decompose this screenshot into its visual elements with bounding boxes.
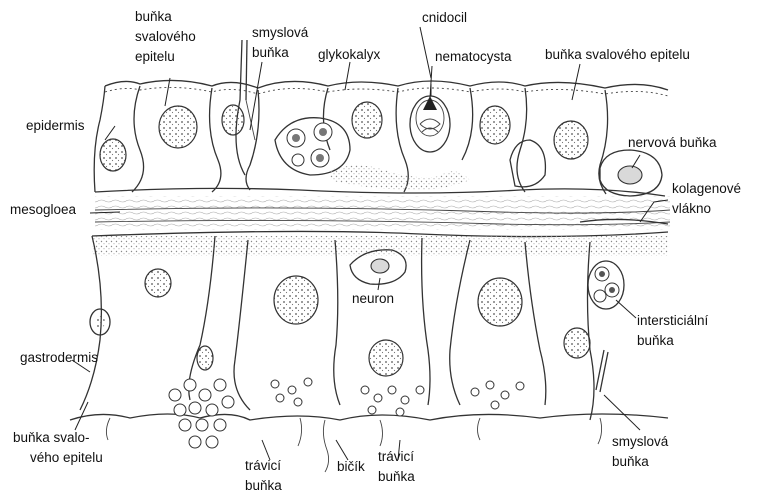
neuron-nucleus	[370, 258, 390, 274]
gland-cell-top	[509, 139, 547, 188]
epidermis-basal-line	[94, 187, 666, 197]
glycocalyx-line	[104, 86, 669, 97]
label-gastrodermis: gastrodermis	[20, 350, 98, 365]
vacuole-left	[89, 308, 111, 336]
label-smyslova-bunka-bottom: smyslová buňka	[612, 434, 672, 469]
collagen-fiber	[579, 218, 669, 225]
sensory-cell-bottom	[595, 349, 609, 393]
epidermis-apical-surface	[104, 79, 669, 91]
gastrodermis-nucleus	[368, 339, 404, 377]
label-travici-bunka-2: trávicí buňka	[378, 449, 418, 484]
digestive-vacuoles-left	[168, 378, 235, 449]
epidermis-nucleus	[99, 138, 127, 172]
epidermis-nucleus	[479, 105, 511, 145]
leader-lines	[71, 26, 669, 461]
epidermis-nucleus	[553, 120, 589, 160]
gastrodermis-basal-line	[91, 230, 669, 238]
digestive-vacuoles-middle	[270, 377, 525, 417]
epidermis-nucleus	[221, 104, 245, 136]
label-mesogloea: mesogloea	[10, 202, 77, 217]
nerve-net-top	[330, 165, 470, 191]
label-smyslova-bunka-top: smyslová buňka	[252, 25, 312, 60]
nematocyst	[409, 84, 451, 153]
epidermis-nucleus	[351, 101, 383, 139]
gastrodermis-nucleus	[273, 275, 319, 325]
gastrodermis-nucleus	[563, 327, 591, 359]
label-glykokalyx: glykokalyx	[318, 47, 381, 62]
label-travici-bunka-1: trávicí buňka	[245, 458, 285, 493]
gastrodermis-layer	[69, 230, 669, 473]
gastrodermis-nucleus	[196, 345, 214, 371]
flagella	[105, 417, 603, 473]
nerve-cell	[599, 149, 663, 197]
gastrodermis-nucleus	[144, 268, 172, 298]
label-neuron: neuron	[352, 291, 394, 306]
neuron-body	[349, 249, 407, 285]
gastrodermis-nucleus	[477, 277, 523, 327]
gastrodermis-lumen-edge	[69, 413, 669, 421]
label-bunka-svaloveho-epitelu-top: buňka svalového epitelu	[135, 9, 200, 64]
label-bunka-svaloveho-epitelu-right: buňka svalového epitelu	[545, 47, 690, 62]
epidermis-cell-boundaries	[93, 85, 609, 195]
label-bicik: bičík	[337, 459, 365, 474]
epidermis-nucleus	[158, 105, 198, 149]
mesogloea-layer	[94, 196, 671, 230]
label-intersticialni-bunka: intersticiální buňka	[637, 313, 712, 348]
sensory-cell-top	[235, 39, 256, 176]
label-epidermis: epidermis	[26, 118, 85, 133]
label-nematocysta: nematocysta	[435, 49, 512, 64]
label-kolagenove-vlakno: kolagenové vlákno	[672, 181, 745, 216]
label-cnidocil: cnidocil	[422, 10, 467, 25]
label-nervova-bunka: nervová buňka	[628, 135, 717, 150]
epidermis-layer	[93, 39, 669, 197]
interstitial-cell-cluster-top	[274, 117, 351, 176]
label-bunka-svaloveho-epitelu-bottom: buňka svalo- vého epitelu	[13, 430, 103, 465]
gastrodermis-cell-boundaries	[79, 235, 595, 421]
interstitial-cell-cluster	[587, 260, 625, 310]
